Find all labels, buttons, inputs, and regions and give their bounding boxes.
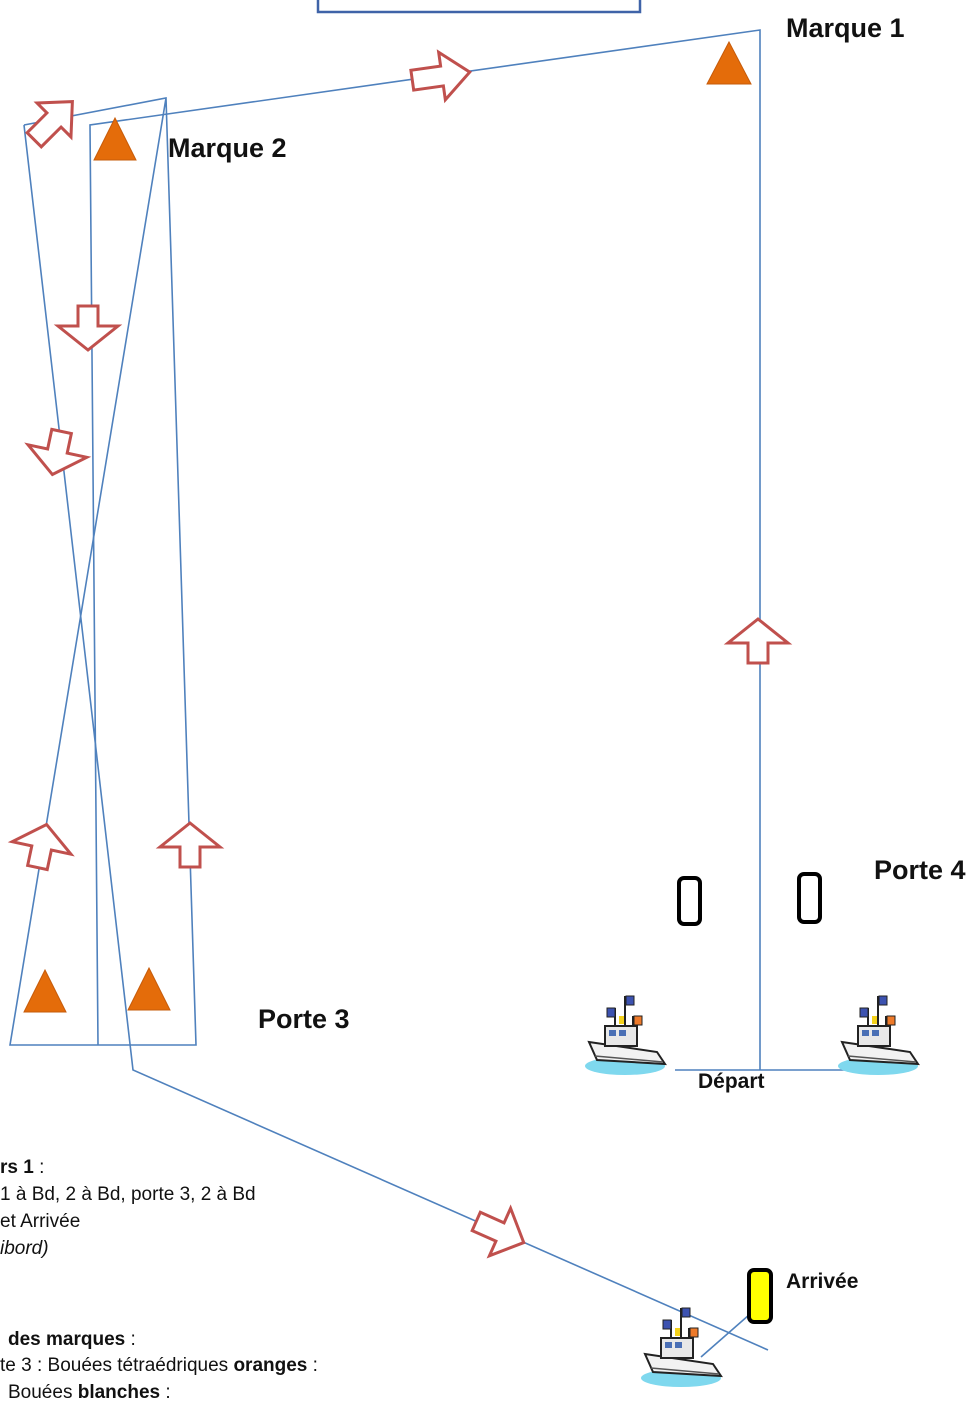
arrow-icon (53, 304, 123, 352)
orange-triangle-buoy-porte3-right (127, 966, 171, 1011)
arrow-icon (24, 427, 92, 477)
committee-boat-icon (584, 995, 666, 1076)
course-legend: rs 1 : 1 à Bd, 2 à Bd, porte 3, 2 à Bd e… (0, 1157, 318, 1402)
svg-text:te 3 : Bouées tétraédriques or: te 3 : Bouées tétraédriques oranges : (0, 1355, 318, 1376)
label-marque1: Marque 1 (786, 13, 905, 43)
arrow-icon (155, 821, 225, 869)
course-lines (9, 29, 845, 1358)
direction-arrows (7, 49, 793, 1259)
committee-boat-icon (837, 995, 919, 1076)
orange-marks (23, 40, 752, 1013)
svg-text:Bouées blanches :: Bouées blanches : (8, 1382, 171, 1402)
white-cylinder-buoy (677, 876, 702, 926)
arrow-icon (470, 1204, 526, 1259)
arrow-icon (7, 822, 75, 872)
label-arrivee: Arrivée (786, 1270, 858, 1293)
arrow-icon (25, 100, 74, 149)
orange-triangle-buoy-porte3-left (23, 968, 67, 1013)
label-depart: Départ (698, 1070, 765, 1093)
label-marque2: Marque 2 (168, 133, 287, 163)
title-box (316, 0, 642, 14)
legend-title: rs 1 (0, 1157, 34, 1178)
svg-text:des marques :: des marques : (8, 1329, 136, 1350)
legend-line2: et Arrivée (0, 1211, 80, 1232)
arrow-icon (409, 49, 473, 104)
marks-title: des marques (8, 1329, 125, 1350)
yellow-cylinder-buoy (747, 1268, 773, 1324)
legend-line3: ibord) (0, 1238, 49, 1259)
orange-triangle-buoy-marque1 (706, 40, 752, 85)
arrow-icon (723, 617, 793, 665)
committee-boat-icon (640, 1307, 722, 1388)
svg-text:rs 1 :: rs 1 : (0, 1157, 44, 1178)
label-porte4: Porte 4 (874, 855, 966, 885)
label-porte3: Porte 3 (258, 1004, 350, 1034)
white-buoys (677, 872, 822, 926)
orange-triangle-buoy-marque2 (93, 116, 137, 161)
legend-line1: 1 à Bd, 2 à Bd, porte 3, 2 à Bd (0, 1184, 256, 1205)
white-cylinder-buoy (797, 872, 822, 924)
